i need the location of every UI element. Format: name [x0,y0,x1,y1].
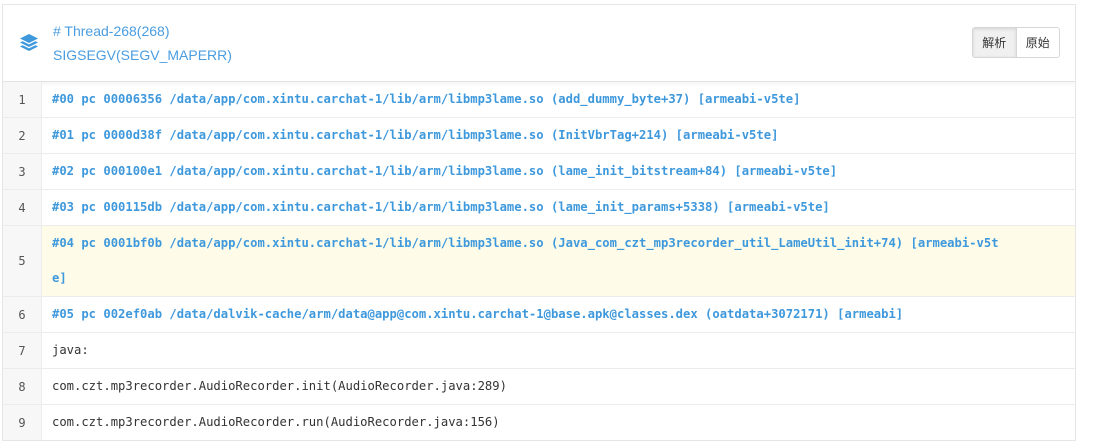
signal-name: SIGSEGV(SEGV_MAPERR) [53,47,232,63]
stack-line: 9 com.czt.mp3recorder.AudioRecorder.run(… [3,405,1075,440]
layers-icon [20,34,38,51]
parse-button[interactable]: 解析 [973,28,1016,57]
crash-stack-panel: # Thread-268(268) SIGSEGV(SEGV_MAPERR) 解… [2,4,1076,441]
line-number: 4 [3,190,42,225]
line-number: 5 [3,226,42,296]
line-number: 8 [3,369,42,404]
line-text: com.czt.mp3recorder.AudioRecorder.init(A… [52,379,507,393]
stack-line: 4 #03 pc 000115db /data/app/com.xintu.ca… [3,190,1075,226]
stack-line: 6 #05 pc 002ef0ab /data/dalvik-cache/arm… [3,297,1075,333]
line-number: 3 [3,154,42,189]
line-text: #00 pc 00006356 /data/app/com.xintu.carc… [52,92,801,106]
line-number: 2 [3,118,42,153]
thread-name: # Thread-268(268) [53,23,170,39]
stack-line-highlighted: 5 #04 pc 0001bf0b /data/app/com.xintu.ca… [3,226,1075,297]
line-text: com.czt.mp3recorder.AudioRecorder.run(Au… [52,415,500,429]
stack-line: 8 com.czt.mp3recorder.AudioRecorder.init… [3,369,1075,405]
view-mode-toggle: 解析 原始 [972,27,1060,58]
line-text-wrap: e] [52,271,67,285]
stack-line: 1 #00 pc 00006356 /data/app/com.xintu.ca… [3,82,1075,118]
line-text: #03 pc 000115db /data/app/com.xintu.carc… [52,200,830,214]
line-number: 9 [3,405,42,440]
stack-lines: 1 #00 pc 00006356 /data/app/com.xintu.ca… [3,82,1075,440]
stack-line: 2 #01 pc 0000d38f /data/app/com.xintu.ca… [3,118,1075,154]
line-text: #05 pc 002ef0ab /data/dalvik-cache/arm/d… [52,307,904,321]
line-number: 7 [3,333,42,368]
raw-button[interactable]: 原始 [1015,28,1059,57]
stack-line: 3 #02 pc 000100e1 /data/app/com.xintu.ca… [3,154,1075,190]
line-text: #02 pc 000100e1 /data/app/com.xintu.carc… [52,164,838,178]
line-number: 1 [3,82,42,117]
thread-header: # Thread-268(268) SIGSEGV(SEGV_MAPERR) 解… [3,5,1075,82]
line-text: #04 pc 0001bf0b /data/app/com.xintu.carc… [42,226,1075,296]
line-text-part: #04 pc 0001bf0b /data/app/com.xintu.carc… [52,236,999,250]
line-text: #01 pc 0000d38f /data/app/com.xintu.carc… [52,128,779,142]
line-text: java: [52,343,89,357]
line-number: 6 [3,297,42,332]
stack-line: 7 java: [3,333,1075,369]
